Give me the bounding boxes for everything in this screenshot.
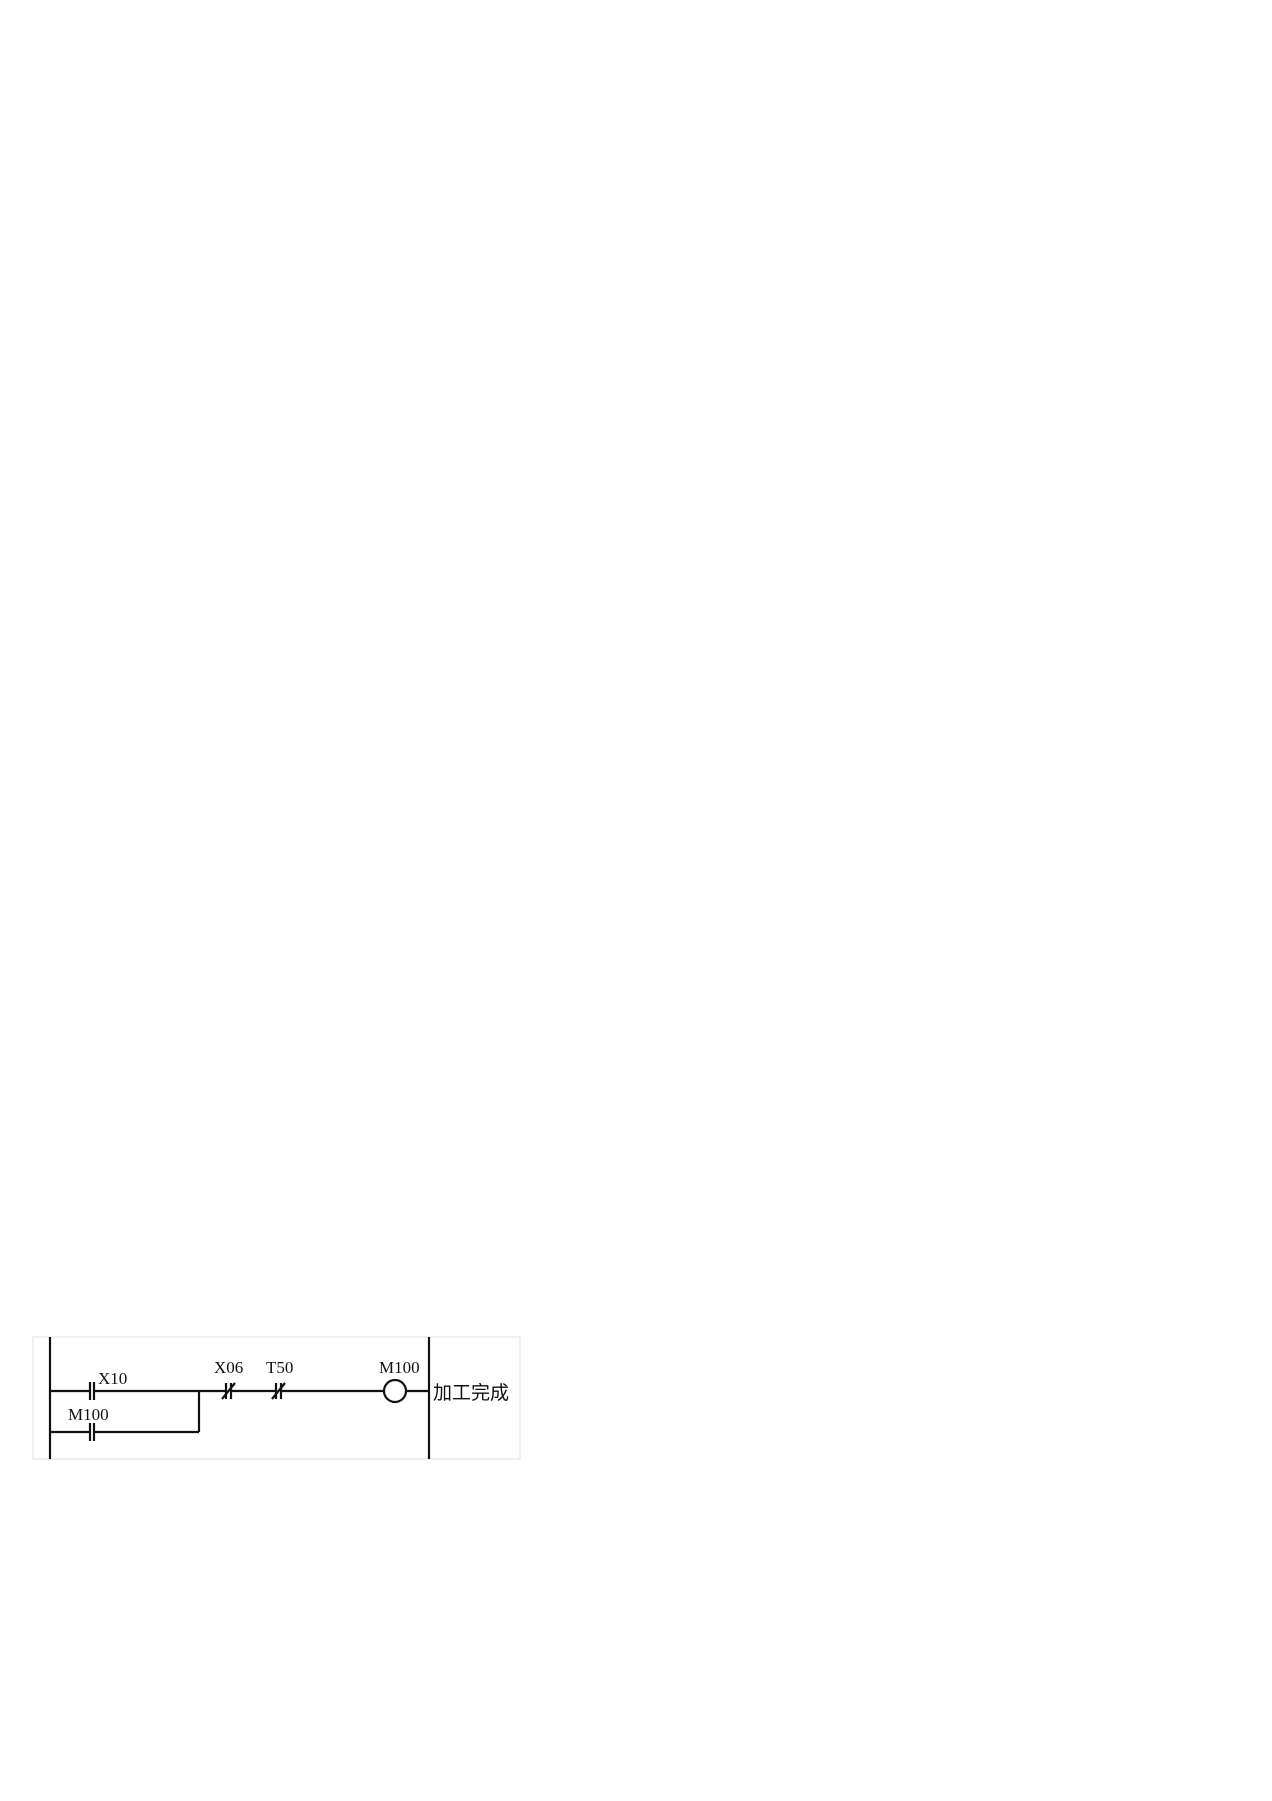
label-m100-coil: M100 xyxy=(379,1358,420,1377)
figure-frame xyxy=(32,1336,521,1460)
coil-comment: 加工完成 xyxy=(433,1382,509,1404)
contact-x10 xyxy=(88,1382,96,1400)
label-x06: X06 xyxy=(214,1358,243,1377)
label-x10: X10 xyxy=(98,1369,127,1388)
label-m100-contact: M100 xyxy=(68,1405,109,1424)
coil-m100 xyxy=(382,1378,408,1404)
contact-m100 xyxy=(88,1423,96,1441)
label-t50: T50 xyxy=(266,1358,293,1377)
